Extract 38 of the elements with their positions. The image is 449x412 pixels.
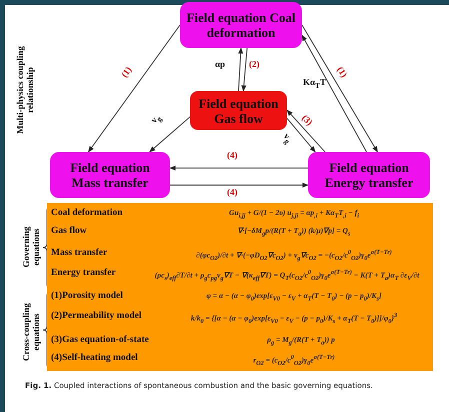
field-box bbox=[50, 152, 170, 198]
arrow bbox=[241, 48, 248, 92]
edge-label: αp bbox=[215, 59, 226, 69]
side-label: Multi-physics coupling relationship bbox=[15, 45, 35, 136]
equation-name: (1)Porosity model bbox=[51, 291, 123, 301]
equation-name: (2)Permeability model bbox=[51, 311, 142, 321]
side-label: Cross-coupling equations bbox=[21, 302, 41, 363]
arrow bbox=[302, 24, 378, 153]
edge-label: (1) bbox=[119, 64, 134, 80]
field-box bbox=[308, 152, 430, 198]
equation-name: (4)Self-heating model bbox=[51, 353, 138, 363]
node-label: Field equation Mass transfer bbox=[69, 160, 151, 190]
equation-name: (3)Gas equation-of-state bbox=[51, 335, 149, 345]
edge-label: (1) bbox=[335, 64, 350, 80]
arrow bbox=[88, 24, 180, 152]
arrow bbox=[170, 182, 309, 188]
edge-label: (4) bbox=[227, 150, 238, 160]
arrow bbox=[149, 114, 192, 152]
edge-label: (3) bbox=[300, 112, 314, 128]
equation-name: Coal deformation bbox=[51, 208, 123, 218]
arrow bbox=[238, 47, 244, 92]
edge-label: Kα$_{T}$T bbox=[303, 77, 326, 90]
equation-name: Energy transfer bbox=[51, 268, 116, 278]
side-label: Governing equations bbox=[21, 226, 41, 270]
node-label: Field equation Energy transfer bbox=[324, 160, 414, 190]
edge-label: (2) bbox=[249, 59, 260, 69]
field-box bbox=[190, 91, 287, 130]
field-box bbox=[180, 2, 302, 48]
arrow bbox=[169, 166, 308, 171]
equation-name: Mass transfer bbox=[51, 248, 108, 258]
arrow bbox=[286, 110, 326, 152]
equation-panel bbox=[47, 203, 433, 371]
node-label: Field equation Gas flow bbox=[198, 96, 280, 126]
edge-label: (4) bbox=[227, 187, 238, 197]
arrow bbox=[302, 34, 367, 152]
equation-name: Gas flow bbox=[51, 226, 87, 236]
arrow bbox=[286, 118, 316, 152]
node-label: Field equation Coal deformation bbox=[186, 10, 296, 40]
